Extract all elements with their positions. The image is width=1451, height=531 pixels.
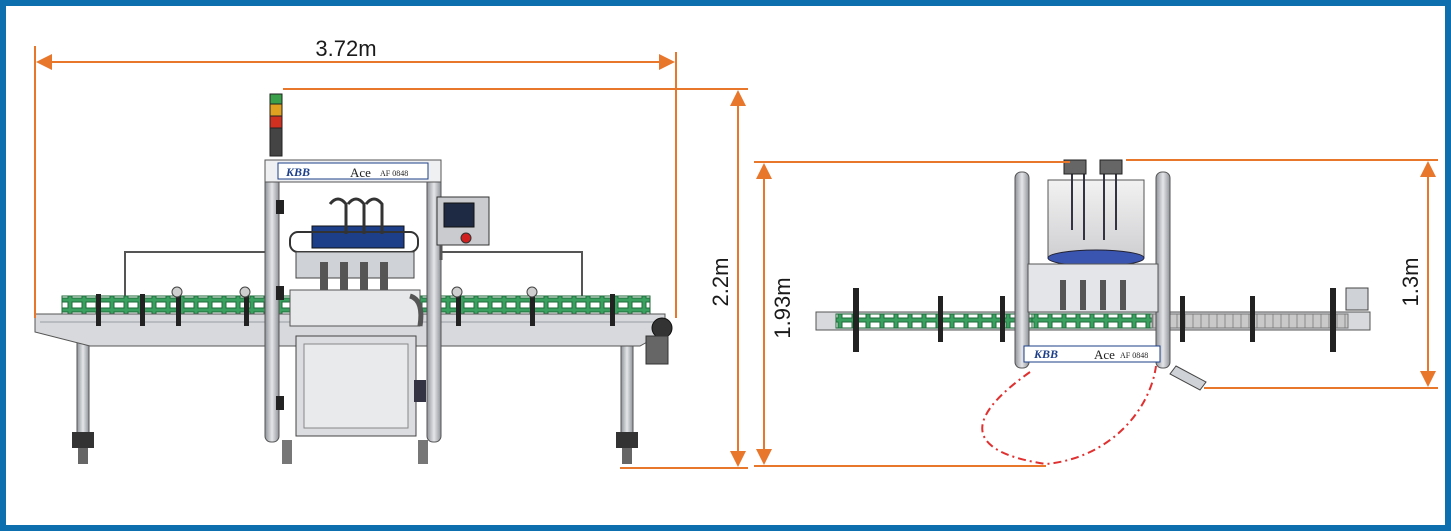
door-swing-arc (981, 365, 1157, 466)
conveyor-legs (72, 339, 638, 464)
model-label: Ace (350, 165, 371, 180)
side-brand-label: KBB (1033, 347, 1058, 361)
front-width-label: 3.72m (315, 36, 376, 61)
side-model-suffix-label: AF 0848 (1120, 351, 1148, 360)
side-total-height-label: 1.93m (770, 277, 795, 338)
filling-head-assembly (289, 197, 424, 327)
emergency-stop-icon (460, 232, 472, 244)
side-conveyor (815, 287, 1371, 352)
filler-frame: KBB Ace AF 0848 (264, 159, 442, 443)
side-conveyor-height-dimension: 1.3m (1126, 159, 1438, 389)
signal-tower-icon (269, 93, 283, 157)
front-height-label: 2.2m (708, 258, 733, 307)
side-total-height-dimension: 1.93m (754, 161, 1070, 467)
model-suffix-label: AF 0848 (380, 169, 408, 178)
front-width-dimension: 3.72m (34, 36, 677, 318)
touch-panel-icon (436, 196, 490, 260)
side-view: KBB Ace AF 0848 1.93m 1.3m (754, 159, 1438, 467)
electrical-cabinet (295, 335, 426, 437)
front-height-dimension: 2.2m (283, 88, 748, 469)
side-conveyor-height-label: 1.3m (1398, 258, 1423, 307)
front-view: KBB Ace AF 0848 (34, 36, 748, 469)
side-filler-frame: KBB Ace AF 0848 (1014, 159, 1207, 391)
brand-label: KBB (285, 165, 310, 179)
side-model-label: Ace (1094, 347, 1115, 362)
